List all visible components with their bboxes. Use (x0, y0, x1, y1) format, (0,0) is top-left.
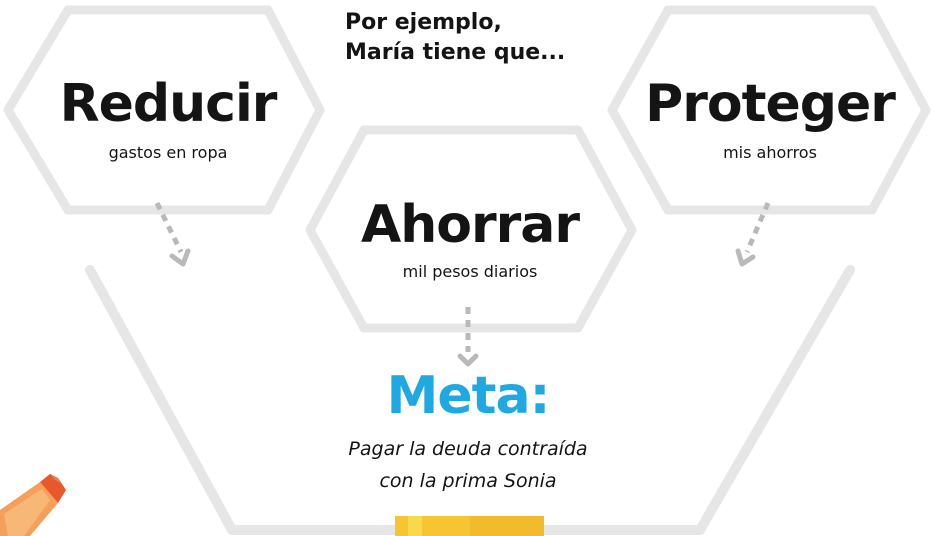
proteger-hexagon (607, 5, 931, 215)
proteger-arrow-shaft (744, 202, 771, 253)
ahorrar-hexagon (305, 125, 637, 333)
goal-line-2: con la prima Sonia (379, 470, 557, 492)
ahorrar-subtitle: mil pesos diarios (402, 262, 538, 281)
intro-line-1: Por ejemplo, (345, 10, 502, 35)
proteger-title: Proteger (645, 74, 896, 134)
ahorrar-title: Ahorrar (360, 195, 580, 255)
reducir-subtitle: gastos en ropa (108, 143, 228, 162)
pencil-icon (0, 474, 66, 536)
reducir-hexagon (3, 5, 325, 215)
reducir-title: Reducir (59, 74, 278, 134)
intro-line-2: María tiene que... (345, 40, 566, 65)
yellow-band-highlight (408, 516, 422, 536)
yellow-band-shade (470, 516, 544, 536)
goal-line-1: Pagar la deuda contraída (348, 438, 588, 460)
intro-text: Por ejemplo, María tiene que... (345, 8, 605, 68)
reducir-arrow-shaft (154, 201, 184, 254)
reducir-arrow-head (169, 248, 191, 267)
proteger-subtitle: mis ahorros (723, 143, 817, 162)
goal-title: Meta: (386, 366, 551, 426)
ahorrar-arrow-head (457, 353, 479, 367)
proteger-arrow-head (735, 248, 756, 267)
